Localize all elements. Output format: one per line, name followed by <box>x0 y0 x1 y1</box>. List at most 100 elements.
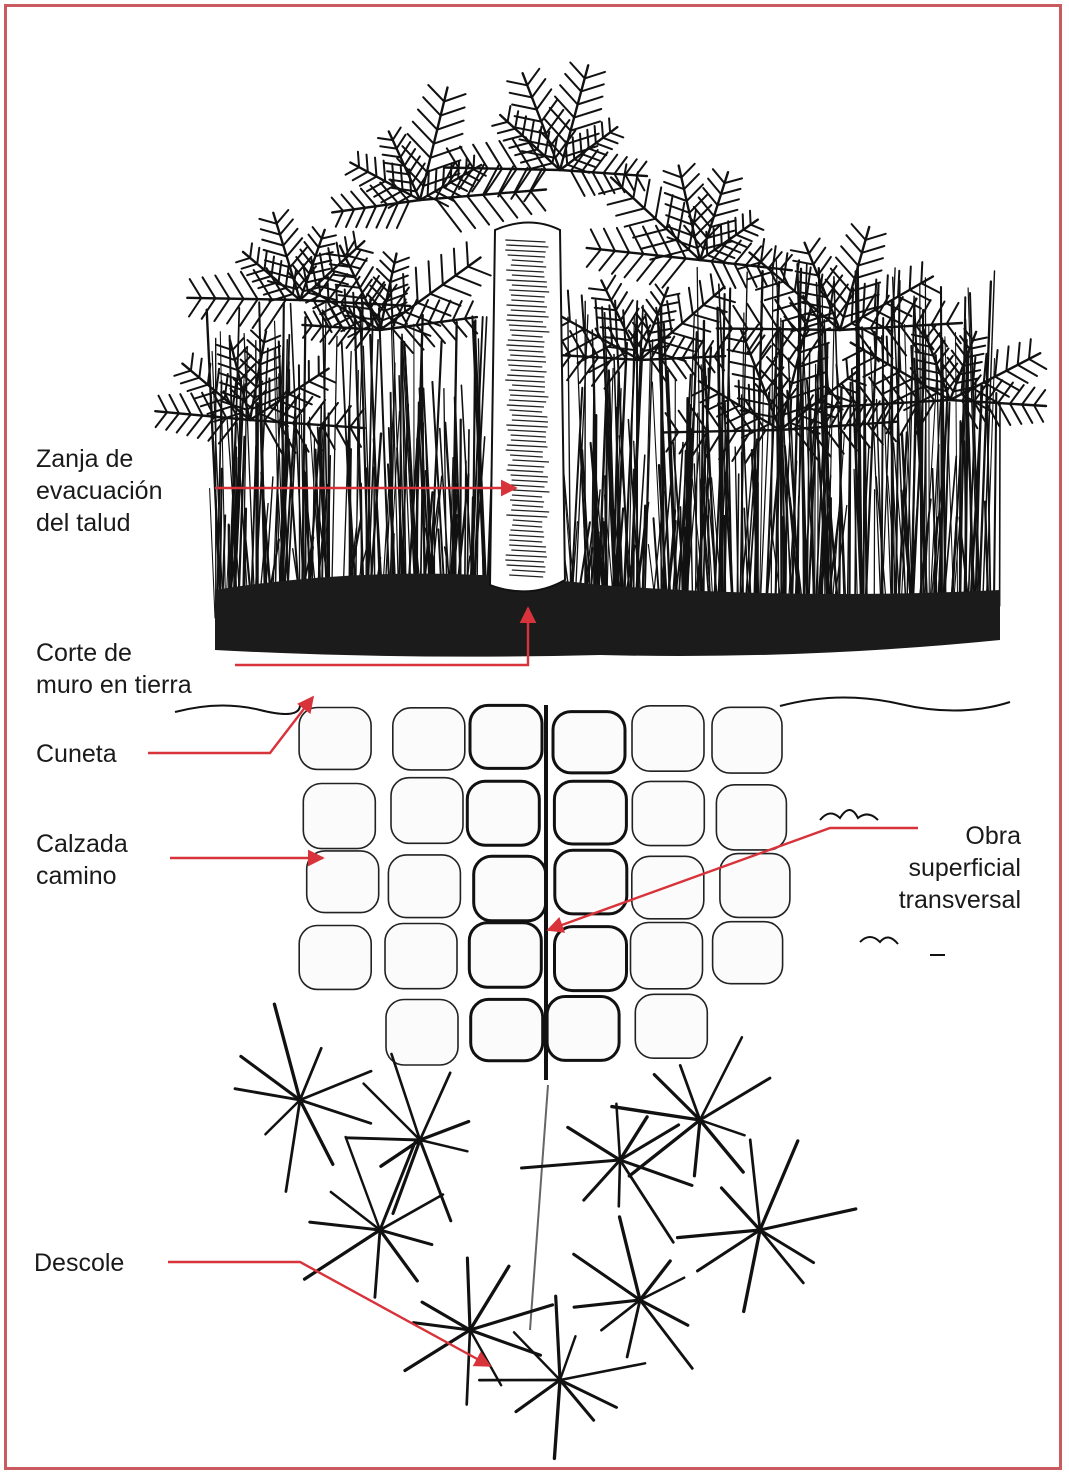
leaflet <box>444 94 466 101</box>
leaflet <box>713 169 725 183</box>
leaflet <box>435 170 436 192</box>
leaflet <box>841 246 858 265</box>
shrub-leaf <box>760 1230 803 1283</box>
leaflet <box>532 79 545 97</box>
shrub-leaf <box>522 1160 621 1168</box>
leaflet <box>852 224 866 240</box>
cobblestone <box>303 784 375 849</box>
leaflet <box>625 254 644 277</box>
leaflet <box>565 74 581 92</box>
leaflet <box>604 155 618 173</box>
leaflet <box>644 180 649 209</box>
shrub-leaf <box>760 1141 798 1230</box>
leaflet <box>761 302 778 329</box>
label-calzada: Calzada camino <box>36 828 128 892</box>
leaflet <box>595 308 616 311</box>
shrub-leaf <box>568 1127 620 1160</box>
leaflet <box>353 172 368 180</box>
leaflet <box>202 298 216 319</box>
leaflet <box>693 314 719 322</box>
cobblestone <box>391 778 463 844</box>
leaflet <box>667 301 672 333</box>
cobblestone <box>632 706 704 771</box>
leaflet <box>174 371 191 376</box>
cobblestone <box>469 923 541 988</box>
leaflet <box>578 97 603 105</box>
leaflet <box>714 210 737 216</box>
leaflet <box>1034 405 1043 422</box>
leaflet <box>454 249 456 276</box>
leaflet <box>486 143 502 169</box>
leaflet <box>711 274 714 296</box>
leaflet <box>668 237 698 248</box>
leaflet <box>751 225 764 230</box>
leaflet <box>714 228 715 250</box>
leaflet <box>392 267 408 273</box>
cobblestone <box>385 924 457 989</box>
leaflet <box>1029 339 1031 359</box>
leaflet <box>843 350 863 360</box>
grass-stroke <box>929 325 930 622</box>
leaflet <box>401 167 403 191</box>
grass-stroke <box>210 489 215 619</box>
leaflet <box>467 242 468 266</box>
leaflet <box>1034 390 1045 405</box>
cobblestone <box>393 708 465 770</box>
shrub-leaf <box>420 1140 467 1151</box>
shrub-leaf <box>347 1138 421 1140</box>
leaflet <box>309 235 319 248</box>
leaflet <box>930 333 940 346</box>
leaflet <box>328 283 329 300</box>
shrub-leaf <box>516 1380 560 1412</box>
leaflet <box>1018 343 1020 365</box>
shrub-leaf <box>420 1140 451 1221</box>
leaflet <box>467 196 489 225</box>
leaflet <box>887 337 888 365</box>
leaflet <box>587 130 588 149</box>
leaflet <box>1010 404 1021 424</box>
leaflet <box>901 327 920 353</box>
leaflet <box>320 254 324 278</box>
leaflet <box>582 172 595 196</box>
leaflet <box>510 93 532 98</box>
leaflet <box>682 323 710 331</box>
leaflet <box>593 172 605 194</box>
leaflet <box>262 240 283 246</box>
leaflet <box>612 252 629 273</box>
leaflet <box>931 302 944 325</box>
leaflet <box>681 164 694 178</box>
cobblestone <box>470 705 542 768</box>
leaflet <box>651 292 661 306</box>
leaflet <box>721 189 741 194</box>
leaflet <box>441 322 456 340</box>
leaflet <box>664 171 682 178</box>
leaflet <box>428 85 444 102</box>
shrub-leaf <box>560 1363 645 1380</box>
leaflet <box>443 285 471 296</box>
leaflet <box>862 327 863 350</box>
label-obra-line2: superficial <box>899 852 1021 884</box>
leaflet <box>664 182 684 189</box>
leaflet <box>665 193 687 201</box>
leaflet <box>257 248 259 264</box>
leaflet <box>342 195 355 210</box>
leaflet <box>280 219 293 234</box>
leaflet <box>689 288 693 315</box>
leaflet <box>661 302 678 305</box>
leaflet <box>498 129 515 134</box>
grass-stroke <box>818 390 819 627</box>
leaflet <box>611 284 621 301</box>
leaflet <box>735 218 736 235</box>
leaflet <box>921 283 940 293</box>
leaflet <box>527 69 539 86</box>
leaflet <box>512 105 537 110</box>
leaflet <box>609 118 610 132</box>
leaflet <box>429 261 431 294</box>
cobblestone <box>299 926 371 990</box>
leaflet <box>921 262 922 283</box>
leaflet <box>699 197 714 216</box>
leaflet <box>250 243 252 258</box>
leaflet <box>813 248 825 265</box>
